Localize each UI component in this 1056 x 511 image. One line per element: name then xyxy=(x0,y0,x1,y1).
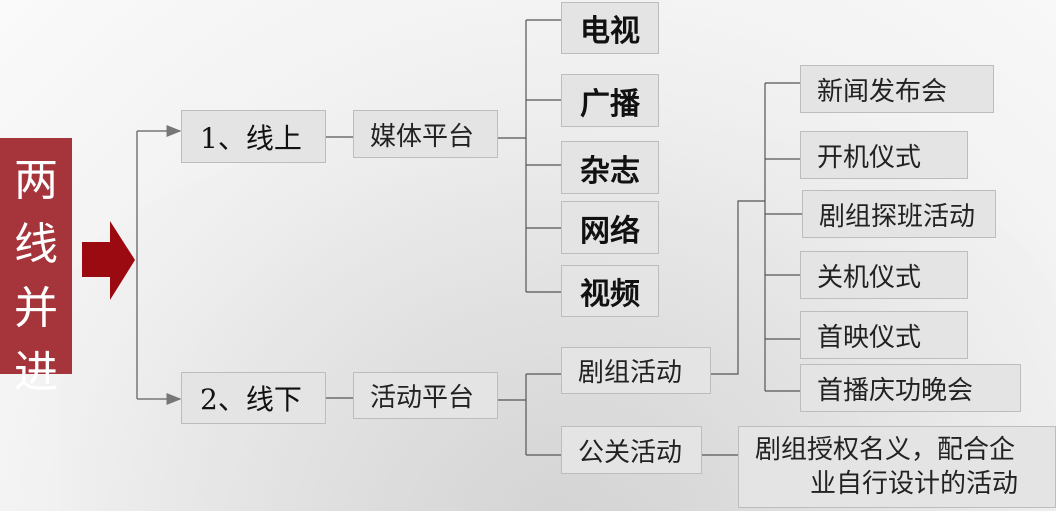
title-char: 进 xyxy=(14,347,58,398)
offline-node: 2、线下 xyxy=(181,372,326,424)
crew-item: 首映仪式 xyxy=(800,311,968,359)
online-node: 1、线上 xyxy=(181,110,326,163)
crew-activity-node: 剧组活动 xyxy=(561,347,711,394)
media-item-tv: 电视 xyxy=(561,2,659,54)
big-right-arrow xyxy=(82,221,135,300)
title-char: 线 xyxy=(14,219,58,270)
description-line: 业自行设计的活动 xyxy=(810,469,1019,499)
title-char: 两 xyxy=(14,155,58,206)
activity-platform-node: 活动平台 xyxy=(353,372,498,419)
crew-item: 关机仪式 xyxy=(800,251,968,299)
media-platform-node: 媒体平台 xyxy=(353,110,498,158)
title-char: 并 xyxy=(14,283,58,334)
media-item-magazine: 杂志 xyxy=(561,141,659,194)
crew-item: 新闻发布会 xyxy=(800,65,994,113)
pr-activity-description: 剧组授权名义，配合企 业自行设计的活动 xyxy=(738,426,1056,508)
main-title-two-lines: 两 线 并 进 xyxy=(0,138,72,398)
description-line: 剧组授权名义，配合企 xyxy=(755,435,1016,465)
media-item-radio: 广播 xyxy=(561,74,659,127)
crew-item: 开机仪式 xyxy=(800,131,968,179)
crew-item: 剧组探班活动 xyxy=(802,190,996,238)
crew-item: 首播庆功晚会 xyxy=(800,364,1021,412)
media-item-internet: 网络 xyxy=(561,201,659,254)
pr-activity-node: 公关活动 xyxy=(561,426,702,474)
media-item-video: 视频 xyxy=(561,265,659,317)
